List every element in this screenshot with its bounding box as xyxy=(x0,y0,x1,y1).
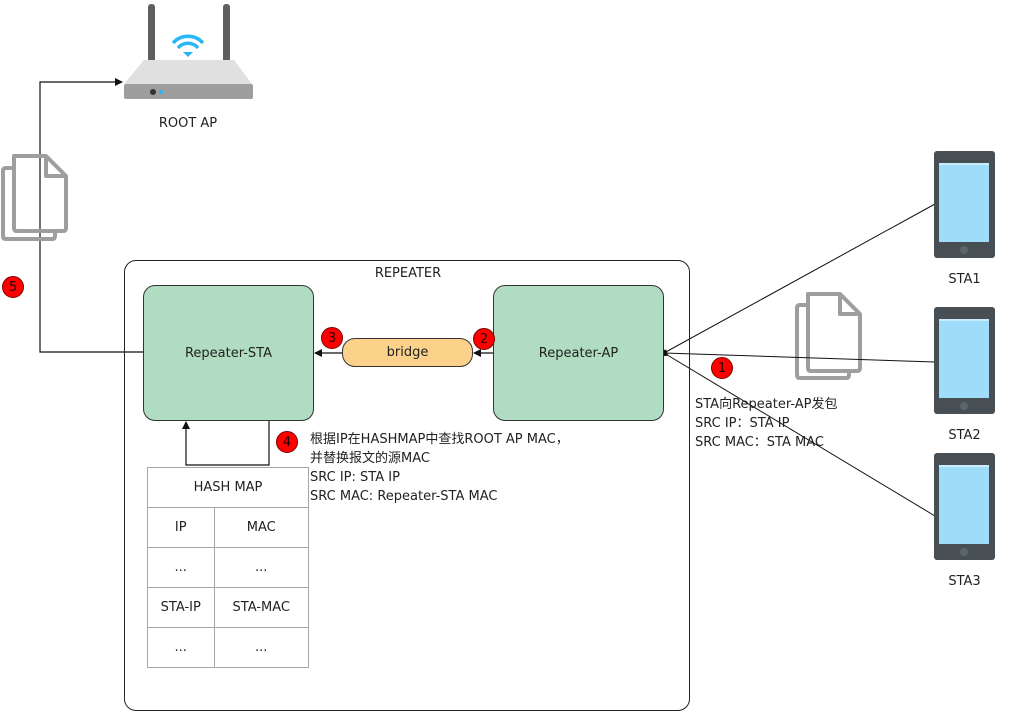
step4-note: 根据IP在HASHMAP中查找ROOT AP MAC， 并替换报文的源MAC S… xyxy=(310,430,569,506)
sta2-label: STA2 xyxy=(948,428,981,443)
step-badge-2: 2 xyxy=(473,328,495,350)
step1-note-line: STA向Repeater-AP发包 xyxy=(695,397,838,412)
hash-map-cell: ... xyxy=(213,547,310,588)
hash-map-cell: ... xyxy=(147,547,215,588)
step1-note-line: SRC IP：STA IP xyxy=(695,416,790,431)
step1-note: STA向Repeater-AP发包 SRC IP：STA IP SRC MAC：… xyxy=(695,395,838,452)
link-sta3 xyxy=(659,349,936,517)
sta1-label: STA1 xyxy=(948,272,981,287)
arrow-hashmap-loop xyxy=(182,421,270,466)
wifi-signal-icon xyxy=(171,34,205,50)
document-copy-icon xyxy=(1,154,68,241)
hash-map-cell: ... xyxy=(213,627,310,668)
repeater-ap-node[interactable]: Repeater-AP xyxy=(493,285,664,421)
hash-map-header-ip: IP xyxy=(147,507,215,548)
link-sta1 xyxy=(663,203,936,354)
bridge-node[interactable]: bridge xyxy=(342,338,473,367)
step4-note-line: SRC IP: STA IP xyxy=(310,470,400,485)
repeater-sta-node[interactable]: Repeater-STA xyxy=(143,285,314,421)
repeater-container xyxy=(124,260,690,711)
step4-note-line: 并替换报文的源MAC xyxy=(310,451,430,466)
step-badge-5: 5 xyxy=(2,276,24,298)
step-badge-1: 1 xyxy=(711,357,733,379)
step1-note-line: SRC MAC：STA MAC xyxy=(695,435,824,450)
step-badge-3: 3 xyxy=(321,327,343,349)
hash-map-cell: STA-MAC xyxy=(213,587,310,628)
repeater-sta-label: Repeater-STA xyxy=(184,345,273,361)
step4-note-line: SRC MAC: Repeater-STA MAC xyxy=(310,489,498,504)
step-badge-4: 4 xyxy=(276,431,298,453)
table-row: STA-IP STA-MAC xyxy=(147,587,310,628)
smartphone-icon xyxy=(934,151,995,258)
smartphone-icon xyxy=(934,453,995,560)
root-ap-label: ROOT AP xyxy=(158,116,218,131)
hash-map-title: HASH MAP xyxy=(147,467,309,508)
step4-note-line: 根据IP在HASHMAP中查找ROOT AP MAC， xyxy=(310,432,569,447)
arrow-to-root-ap xyxy=(39,78,143,353)
hash-map-table: HASH MAP IP MAC ... ... STA-IP STA-MAC .… xyxy=(147,467,310,668)
table-row: ... ... xyxy=(147,547,310,588)
hash-map-header-row: IP MAC xyxy=(147,507,310,548)
repeater-label: REPEATER xyxy=(374,266,442,281)
hash-map-header-mac: MAC xyxy=(213,507,310,548)
document-copy-icon xyxy=(795,292,862,380)
hash-map-cell: STA-IP xyxy=(147,587,215,628)
hash-map-title-row: HASH MAP xyxy=(147,467,309,508)
hash-map-cell: ... xyxy=(147,627,215,668)
sta3-label: STA3 xyxy=(948,574,981,589)
smartphone-icon xyxy=(934,307,995,414)
bridge-label: bridge xyxy=(386,345,429,360)
wifi-router-icon xyxy=(124,4,253,99)
link-sta2 xyxy=(663,352,936,363)
table-row: ... ... xyxy=(147,627,310,668)
repeater-ap-label: Repeater-AP xyxy=(538,345,619,361)
